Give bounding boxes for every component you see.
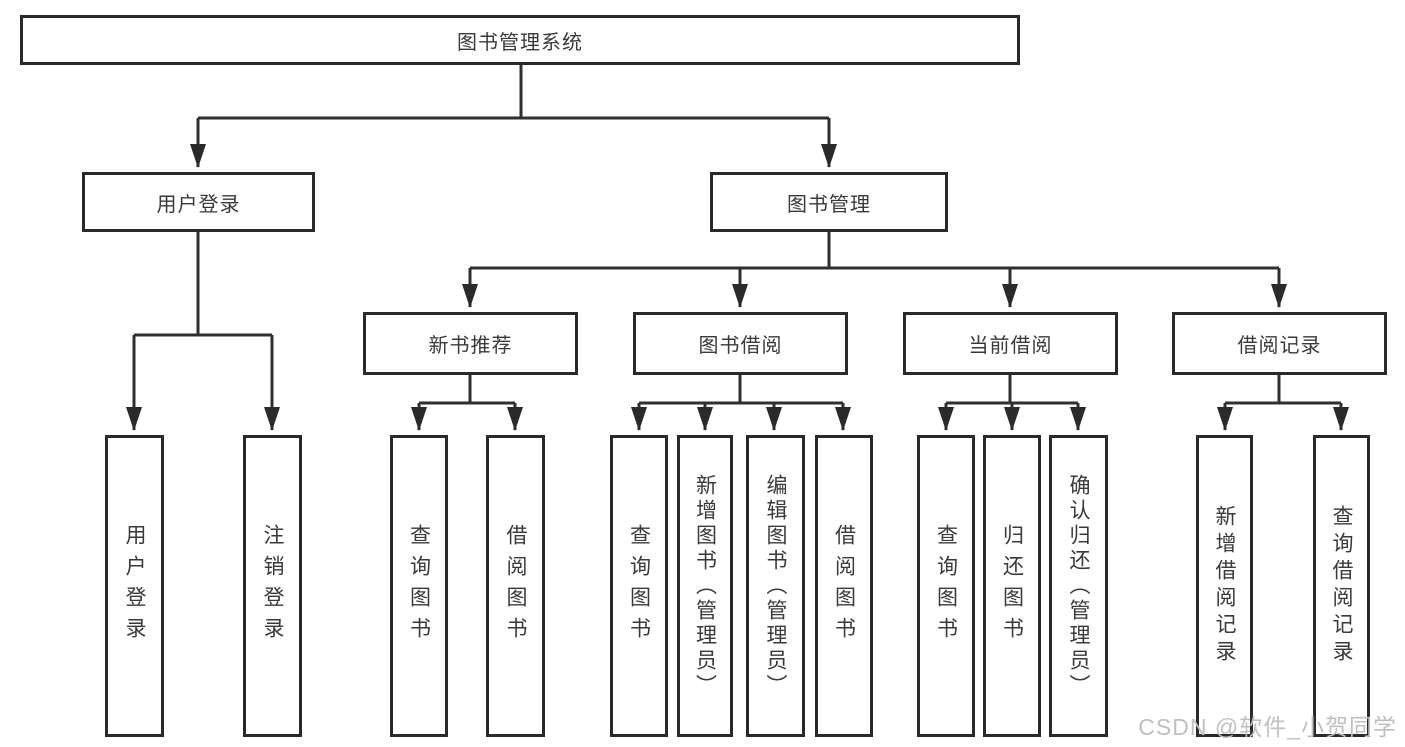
leaf-user-login: 用户登录 bbox=[105, 435, 164, 737]
leaf-rec-borrow-books: 借阅图书 bbox=[486, 435, 545, 737]
connector-current-borrow-stem bbox=[946, 375, 1078, 405]
node-book-borrowing: 图书借阅 bbox=[633, 312, 848, 375]
node-book-management: 图书管理 bbox=[710, 172, 948, 232]
leaf-bb-add-books-admin: 新增图书（管理员） bbox=[677, 435, 733, 737]
node-user-login: 用户登录 bbox=[82, 172, 315, 232]
leaf-bb-query-books: 查询图书 bbox=[610, 435, 668, 737]
node-root-system: 图书管理系统 bbox=[20, 15, 1020, 65]
leaf-br-query-record: 查询借阅记录 bbox=[1313, 435, 1370, 737]
connector-new-book-rec-stem bbox=[419, 375, 515, 405]
connector-root-stem bbox=[198, 65, 829, 120]
connector-book-borrow-stem bbox=[639, 375, 843, 405]
leaf-rec-query-books: 查询图书 bbox=[390, 435, 448, 737]
node-new-book-recommendation: 新书推荐 bbox=[363, 312, 578, 375]
node-current-borrowing: 当前借阅 bbox=[903, 312, 1118, 375]
leaf-cb-query-books: 查询图书 bbox=[917, 435, 975, 737]
connector-book-mgmt-stem bbox=[470, 232, 1279, 270]
leaf-br-add-record: 新增借阅记录 bbox=[1196, 435, 1253, 737]
leaf-logout: 注销登录 bbox=[243, 435, 302, 737]
leaf-bb-edit-books-admin: 编辑图书（管理员） bbox=[746, 435, 805, 737]
leaf-cb-confirm-return-admin: 确认归还（管理员） bbox=[1049, 435, 1108, 737]
connector-user-login-stem bbox=[134, 232, 272, 337]
leaf-cb-return-books: 归还图书 bbox=[983, 435, 1041, 737]
connector-borrow-records-stem bbox=[1225, 375, 1341, 405]
node-borrowing-records: 借阅记录 bbox=[1172, 312, 1387, 375]
leaf-bb-borrow-books: 借阅图书 bbox=[815, 435, 873, 737]
